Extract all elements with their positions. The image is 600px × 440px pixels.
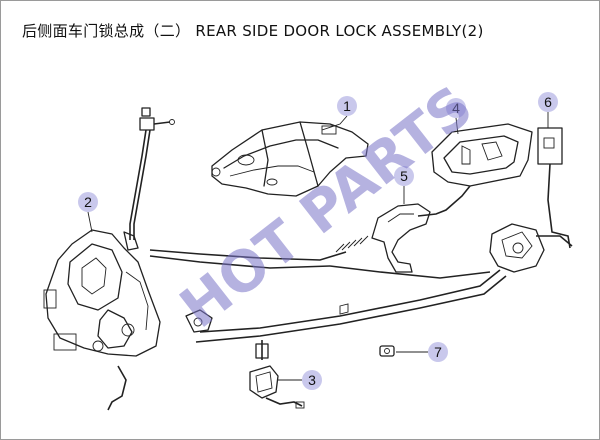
svg-text:2: 2 xyxy=(84,194,92,210)
callout-2: 2 xyxy=(78,192,98,212)
callout-1: 1 xyxy=(337,96,357,116)
svg-text:7: 7 xyxy=(434,344,442,360)
svg-text:1: 1 xyxy=(343,98,351,114)
watermark: HOT PARTS xyxy=(169,74,485,341)
callout-leaders xyxy=(87,112,549,381)
part-2-lock-body xyxy=(43,229,161,411)
callout-3: 3 xyxy=(302,370,322,390)
part-4-inside-handle xyxy=(431,123,533,187)
svg-text:4: 4 xyxy=(452,100,460,116)
bottom-clip xyxy=(185,309,213,333)
right-lever xyxy=(489,223,573,273)
part-1-outside-handle xyxy=(211,121,369,197)
callout-7: 7 xyxy=(428,342,448,362)
svg-text:3: 3 xyxy=(308,372,316,388)
connecting-rods xyxy=(149,185,507,343)
part-6-switch-bracket xyxy=(537,127,571,249)
diagram-title: 后侧面车门锁总成（二） REAR SIDE DOOR LOCK ASSEMBLY… xyxy=(22,22,484,40)
callout-5: 5 xyxy=(394,166,414,186)
part-7-grommet xyxy=(379,345,395,357)
part-3-actuator xyxy=(249,340,305,409)
svg-text:5: 5 xyxy=(400,168,408,184)
part-5-rod-clip xyxy=(335,203,431,273)
top-lock-rod xyxy=(129,107,175,240)
svg-text:6: 6 xyxy=(544,94,552,110)
callout-6: 6 xyxy=(538,92,558,112)
svg-text:HOT PARTS: HOT PARTS xyxy=(169,74,485,341)
callout-4: 4 xyxy=(446,98,466,118)
